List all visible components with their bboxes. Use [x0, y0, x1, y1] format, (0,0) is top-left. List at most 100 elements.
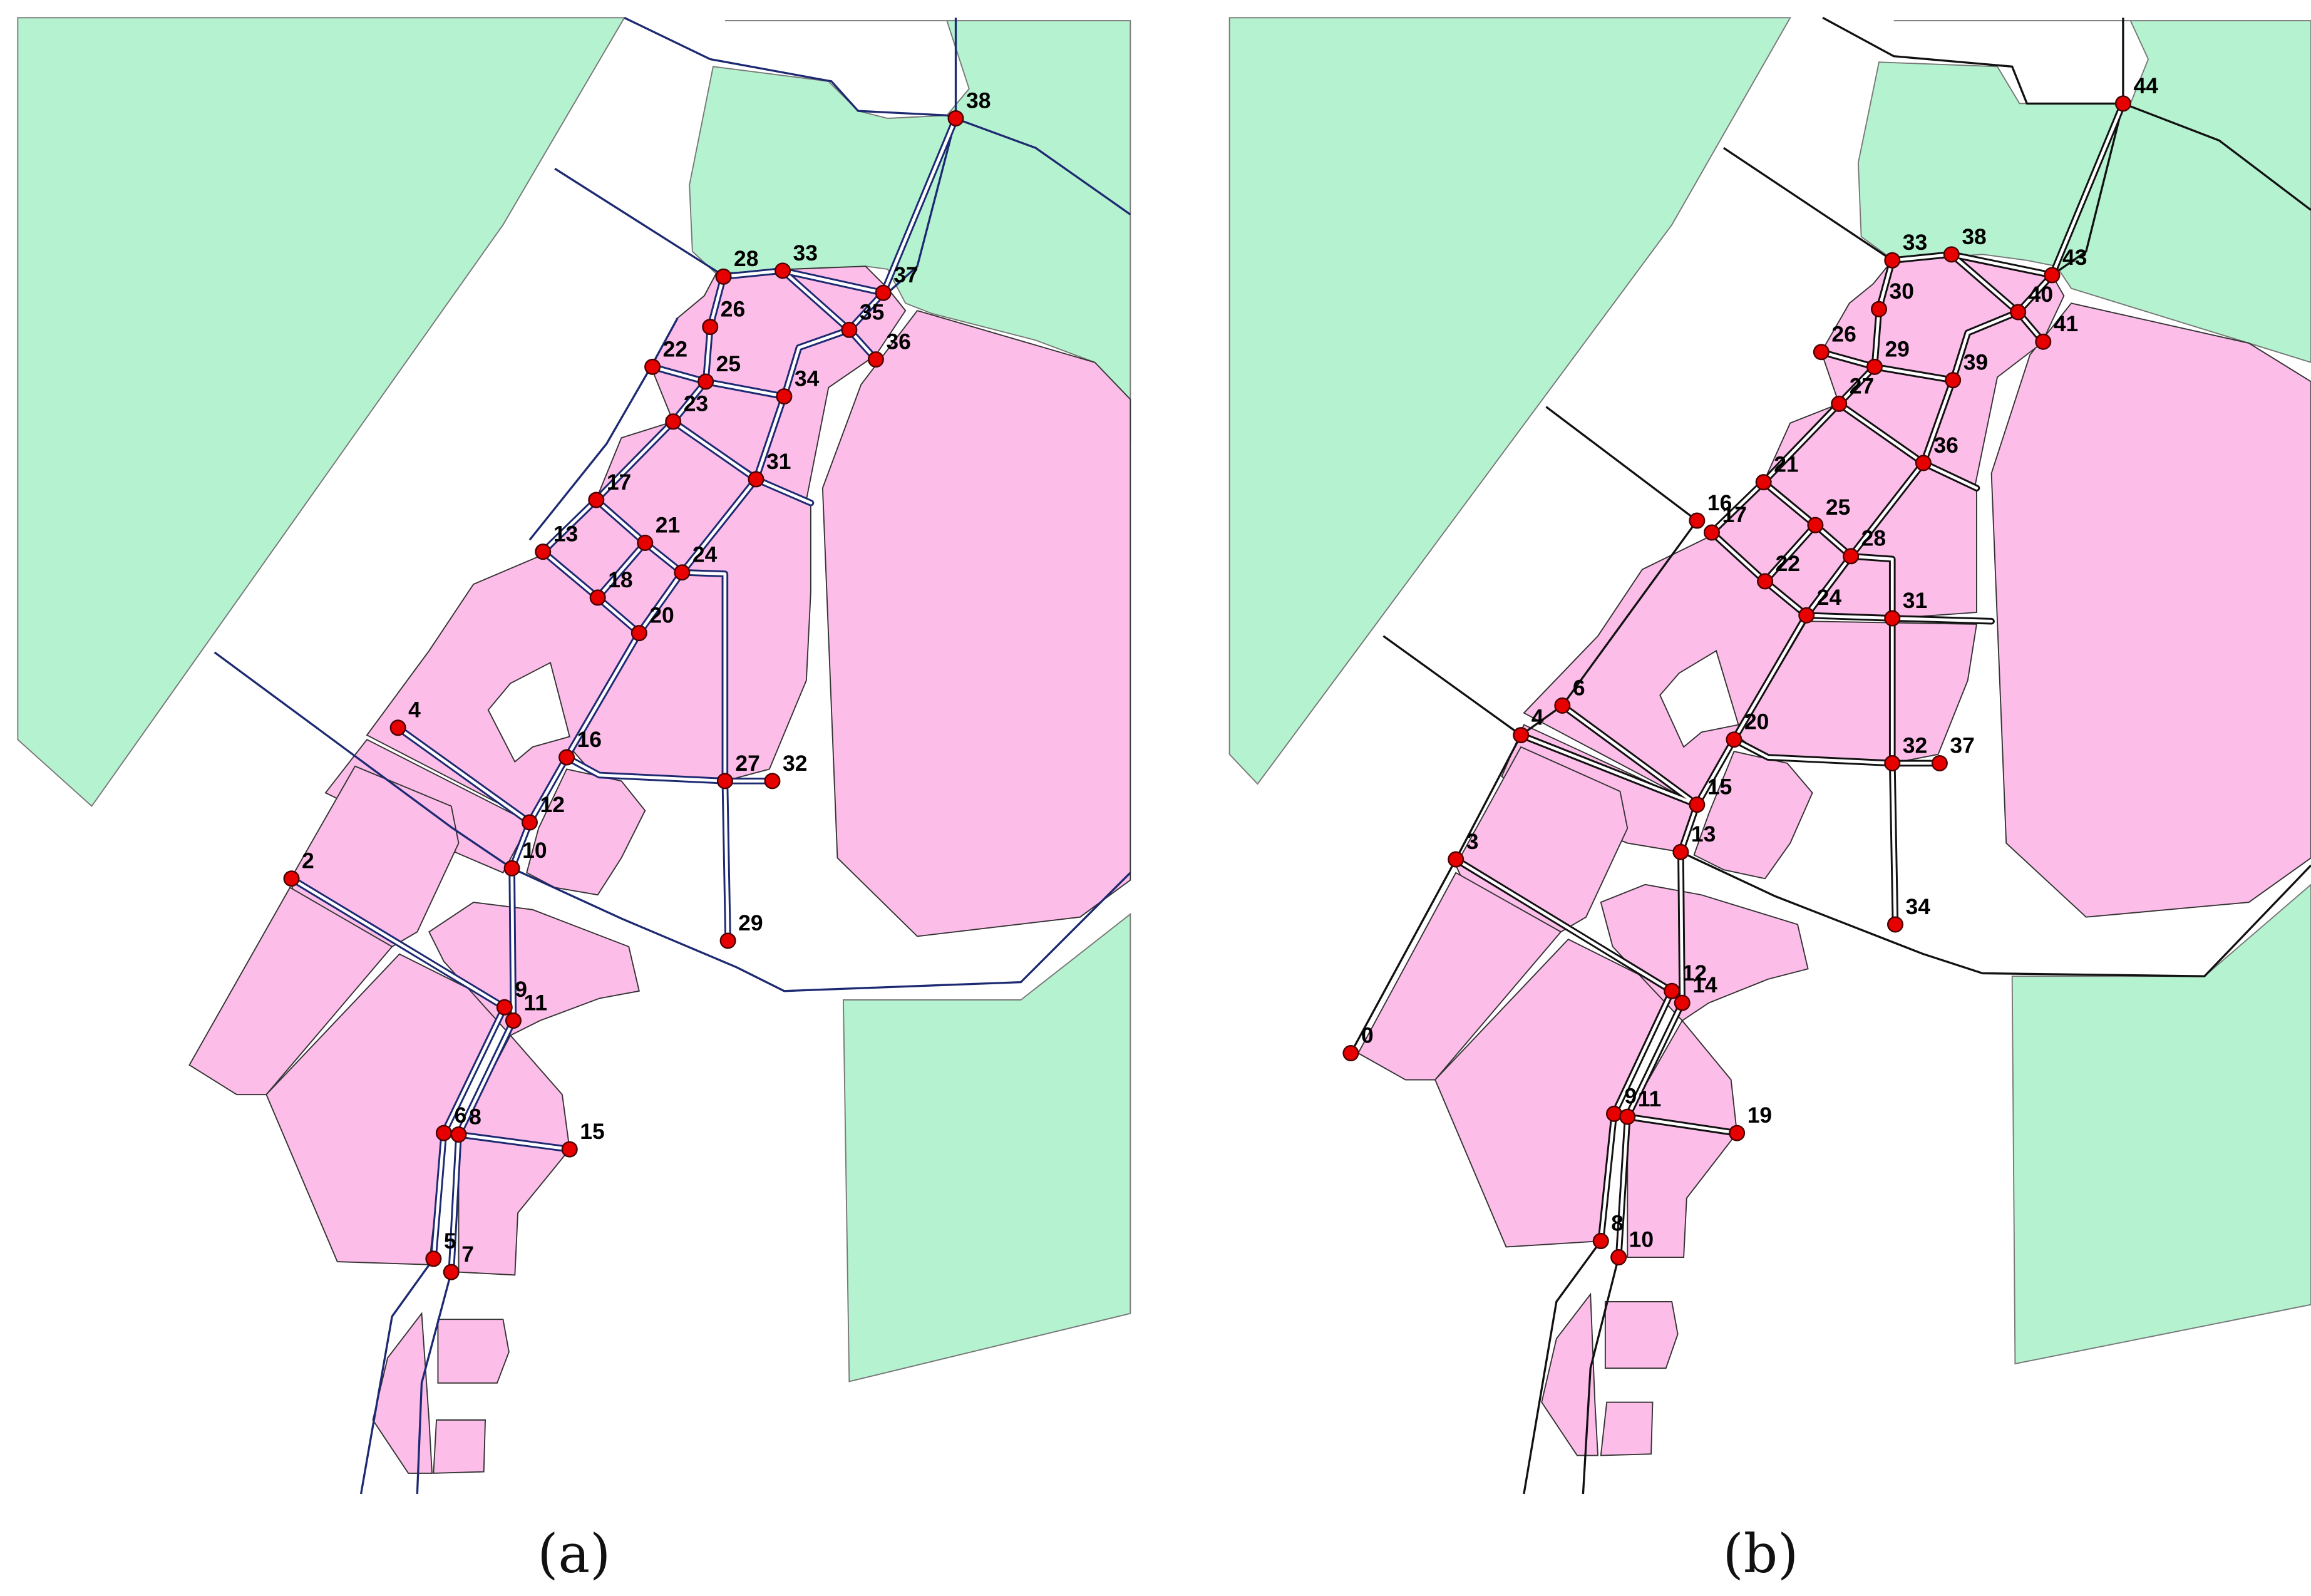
node-marker [2010, 304, 2027, 321]
node-marker [435, 1125, 452, 1141]
node-label: 31 [1903, 588, 1927, 613]
node-label: 27 [1850, 373, 1874, 398]
node-marker [1664, 982, 1680, 999]
node-label: 17 [607, 470, 631, 495]
parcel-small-1-a [437, 1319, 510, 1384]
node-marker [841, 321, 858, 338]
node-label: 34 [1906, 894, 1931, 919]
node-marker [2044, 267, 2061, 284]
node-label: 12 [540, 792, 564, 817]
node-label: 12 [1682, 960, 1707, 986]
parcel-east-large-a [821, 310, 1131, 937]
node-marker [450, 1126, 467, 1143]
node-label: 37 [893, 262, 918, 287]
node-label: 10 [522, 838, 547, 863]
node-label: 15 [580, 1119, 604, 1144]
node-marker [1448, 851, 1464, 868]
node-marker [1619, 1108, 1636, 1125]
node-label: 32 [1903, 733, 1927, 758]
green-area-se-a [842, 913, 1131, 1382]
node-marker [776, 388, 793, 405]
green-area-nw-b [1228, 17, 1791, 785]
node-label: 38 [1962, 224, 1986, 249]
node-marker [1757, 573, 1774, 590]
node-label: 29 [1885, 336, 1909, 361]
node-marker [697, 373, 714, 390]
node-label: 13 [1691, 821, 1716, 847]
node-marker [716, 773, 733, 790]
parcel-far-sw-a [188, 887, 393, 1096]
node-marker [715, 268, 732, 285]
parcel-small-2-a [433, 1419, 486, 1474]
parcel-center-south-a [526, 768, 646, 896]
node-label: 43 [2062, 245, 2087, 270]
node-marker [589, 589, 606, 606]
node-label: 21 [656, 512, 680, 537]
panel-label-b: (b) [1723, 1523, 1799, 1585]
node-marker [867, 351, 884, 368]
node-label: 21 [1774, 452, 1798, 477]
node-marker [1672, 843, 1689, 860]
node-label: 44 [2133, 73, 2158, 98]
node-marker [644, 358, 661, 375]
parcel-hole-b [1659, 650, 1739, 748]
node-label: 9 [1625, 1083, 1637, 1108]
node-marker [561, 1141, 578, 1158]
node-label: 38 [966, 88, 991, 113]
node-marker [1931, 754, 1948, 771]
nodes-panel-a: 2456789101112131516171820212223242526272… [283, 88, 991, 1280]
node-label: 3 [1466, 829, 1479, 854]
node-marker [947, 110, 964, 126]
node-label: 8 [1611, 1210, 1624, 1235]
node-marker [389, 719, 406, 736]
node-marker [1606, 1105, 1623, 1122]
node-label: 39 [1964, 350, 1988, 375]
node-label: 24 [1817, 585, 1842, 610]
parcel-east-large-b [1990, 302, 2311, 918]
parcel-hole-a [487, 661, 570, 763]
node-marker [631, 625, 647, 642]
node-label: 35 [860, 299, 884, 324]
node-label: 6 [454, 1103, 466, 1128]
node-label: 26 [721, 297, 745, 322]
node-label: 20 [649, 603, 674, 628]
node-label: 4 [1531, 705, 1544, 730]
node-marker [588, 492, 605, 508]
node-label: 26 [1831, 322, 1856, 347]
node-marker [1807, 517, 1824, 533]
node-marker [702, 319, 719, 336]
node-marker [1887, 916, 1903, 933]
parcel-strip-a [372, 1312, 433, 1474]
green-area-nw-a [17, 17, 625, 807]
parcel-small-1-b [1604, 1300, 1679, 1369]
node-label: 6 [1573, 675, 1585, 700]
node-marker [1884, 754, 1901, 771]
parcel-south-mid-a [428, 902, 640, 1036]
node-label: 4 [408, 698, 421, 723]
boundary-lines-a [214, 16, 1131, 1495]
node-marker [1674, 994, 1691, 1011]
nodes-panel-b: 0346891011121314151617192021222425262728… [1342, 73, 2158, 1266]
map-panel-a: 2456789101112131516171820212223242526272… [17, 16, 1131, 1585]
node-label: 7 [461, 1242, 474, 1267]
node-marker [1703, 524, 1720, 541]
parcel-small-2-b [1600, 1401, 1654, 1456]
node-marker [719, 932, 736, 949]
node-label: 36 [886, 329, 910, 354]
node-label: 36 [1933, 433, 1958, 458]
node-label: 24 [692, 542, 718, 567]
node-marker [875, 284, 892, 301]
node-label: 18 [608, 567, 632, 592]
node-marker [1513, 727, 1530, 744]
node-marker [1945, 372, 1962, 389]
node-label: 40 [2029, 282, 2053, 307]
node-marker [1610, 1249, 1627, 1266]
node-label: 41 [2054, 311, 2078, 336]
node-label: 8 [469, 1104, 481, 1129]
node-marker [1342, 1045, 1359, 1062]
parcel-far-sw-b [1357, 872, 1562, 1081]
node-label: 37 [1950, 733, 1974, 758]
node-marker [1831, 395, 1848, 412]
node-label: 28 [1861, 526, 1886, 551]
